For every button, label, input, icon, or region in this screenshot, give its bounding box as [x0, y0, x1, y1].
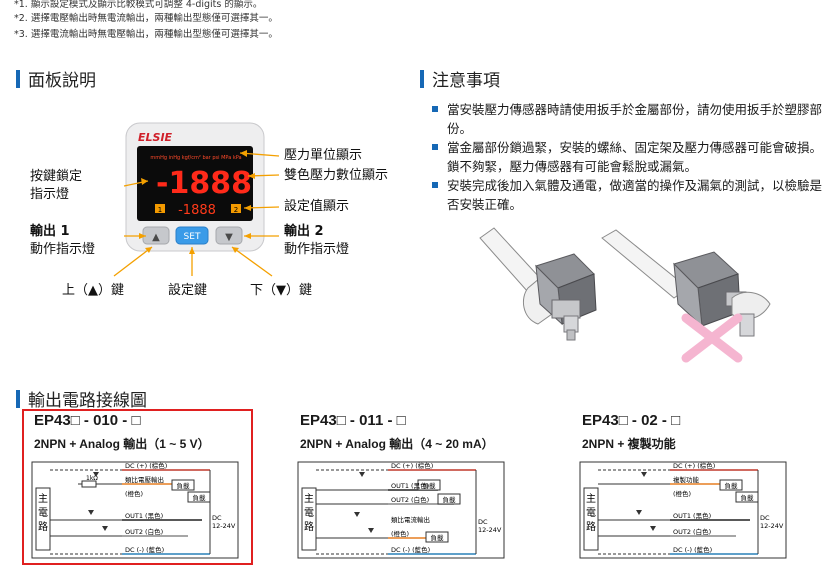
wrench-illustration — [479, 227, 771, 363]
svg-text:1kΩ: 1kΩ — [86, 475, 98, 482]
highlight-box — [22, 409, 253, 565]
wiring-section-title: 輸出電路接線圖 — [16, 386, 147, 411]
model-card-011: EP43□ - 011 - □ 2NPN + Analog 輸出（4 ~ 20 … — [300, 412, 494, 452]
svg-text:(橙色): (橙色) — [125, 489, 143, 498]
svg-text:路: 路 — [304, 520, 314, 533]
unit-row: mmHg inHg kgf/cm² bar psi MPa kPa — [150, 155, 241, 161]
svg-text:主: 主 — [38, 493, 48, 505]
model-desc: 2NPN + Analog 輸出（4 ~ 20 mA） — [300, 437, 494, 451]
label-pressure-unit: 壓力單位顯示 — [284, 148, 363, 163]
label-down-key: 下（▼）鍵 — [250, 283, 312, 298]
svg-text:路: 路 — [586, 520, 596, 533]
set-button[interactable] — [175, 226, 209, 245]
svg-text:12-24V: 12-24V — [760, 522, 784, 530]
svg-text:負載: 負載 — [431, 533, 445, 542]
label-setpoint: 設定值顯示 — [284, 199, 350, 214]
note-3: *3. 選擇電流輸出時無電壓輸出，兩種輸出型態僅可選擇其一。 — [14, 29, 278, 40]
precaution-item: 安裝完成後加入氣體及通電，做適當的操作及漏氣的測試，以檢驗是否安裝正確。 — [430, 176, 822, 214]
svg-text:DC (+) (棕色): DC (+) (棕色) — [125, 461, 167, 470]
svg-text:電: 電 — [586, 507, 596, 519]
circuit-diagram-011: 主 電 路 負載 負載 負載 DC (+) (棕色) OUT1 (黑色) OUT… — [297, 461, 505, 559]
svg-text:DC: DC — [212, 514, 222, 522]
svg-text:負載: 負載 — [193, 493, 207, 502]
brand-logo: ELSIE — [138, 131, 173, 144]
main-display: -1888 — [156, 166, 252, 201]
precautions-title: 注意事項 — [432, 71, 500, 91]
out1-indicator-num: 1 — [158, 206, 162, 214]
svg-text:(橙色): (橙色) — [673, 489, 691, 498]
svg-text:負載: 負載 — [741, 493, 755, 502]
wiring-title: 輸出電路接線圖 — [28, 391, 147, 411]
down-button[interactable] — [215, 226, 243, 245]
out2-indicator-num: 2 — [234, 206, 238, 214]
model-desc: 2NPN + 複製功能 — [582, 437, 676, 451]
model-code: EP43□ - 02 - □ — [582, 412, 681, 429]
correct-install — [479, 227, 597, 341]
svg-text:OUT1 (黑色): OUT1 (黑色) — [673, 511, 711, 520]
panel-title: 面板說明 — [28, 71, 96, 91]
title-bar — [420, 69, 424, 88]
panel-section-title: 面板說明 — [16, 66, 96, 91]
svg-text:DC (-) (藍色): DC (-) (藍色) — [391, 545, 430, 554]
model-card-010: EP43□ - 010 - □ 2NPN + Analog 輸出（1 ~ 5 V… — [34, 412, 210, 452]
svg-text:電: 電 — [304, 507, 314, 519]
precaution-item: 當金屬部份鎖過緊，安裝的螺絲、固定架及壓力傳感器可能會破損。鎖不夠緊，壓力傳感器… — [430, 138, 822, 176]
circuit-diagram-02: 主 電 路 負載 負載 DC (+) (棕色) 複製功能 (橙色) OUT1 (… — [579, 461, 787, 559]
label-set-key: 設定鍵 — [168, 283, 208, 298]
precaution-item: 當安裝壓力傳感器時請使用扳手於金屬部份，請勿使用扳手於塑膠部份。 — [430, 100, 822, 138]
svg-text:主: 主 — [586, 493, 596, 505]
svg-text:複製功能: 複製功能 — [673, 475, 700, 484]
out2-indicator — [231, 204, 241, 213]
label-key-lock: 按鍵鎖定指示燈 — [30, 169, 83, 202]
model-code: EP43□ - 011 - □ — [300, 412, 406, 429]
svg-text:主: 主 — [304, 493, 314, 505]
svg-text:OUT2 (白色): OUT2 (白色) — [125, 527, 163, 536]
svg-text:路: 路 — [38, 520, 48, 533]
note-1: *1. 顯示設定模式及顯示比較模式可調整 4-digits 的顯示。 — [14, 0, 263, 10]
svg-text:DC: DC — [478, 518, 488, 526]
svg-text:DC (+) (棕色): DC (+) (棕色) — [391, 461, 433, 470]
label-up-key: 上（▲）鍵 — [62, 283, 124, 298]
title-bar — [16, 69, 20, 88]
svg-text:OUT1 (黑色): OUT1 (黑色) — [391, 481, 429, 490]
svg-text:(橙色): (橙色) — [391, 529, 409, 538]
note-2: *2. 選擇電壓輸出時無電流輸出，兩種輸出型態僅可選擇其一。 — [14, 13, 278, 24]
model-card-02: EP43□ - 02 - □ 2NPN + 複製功能 — [582, 412, 680, 452]
svg-text:DC: DC — [760, 514, 770, 522]
svg-text:12-24V: 12-24V — [478, 526, 502, 534]
svg-text:類比電壓輸出: 類比電壓輸出 — [125, 475, 164, 484]
incorrect-install — [601, 229, 771, 363]
svg-text:OUT2 (白色): OUT2 (白色) — [391, 495, 429, 504]
pointer-heads — [139, 150, 255, 254]
title-bar — [16, 389, 20, 408]
up-button-glyph: ▲ — [152, 232, 160, 243]
down-button-glyph: ▼ — [225, 232, 233, 243]
model-code: EP43□ - 010 - □ — [34, 412, 141, 429]
svg-text:DC (-) (藍色): DC (-) (藍色) — [673, 545, 712, 554]
x-mark-icon — [681, 313, 743, 363]
out1-indicator — [155, 204, 165, 213]
precautions-section-title: 注意事項 — [420, 66, 500, 91]
svg-text:負載: 負載 — [443, 495, 457, 504]
svg-text:OUT1 (黑色): OUT1 (黑色) — [125, 511, 163, 520]
svg-text:負載: 負載 — [177, 481, 191, 490]
precautions-list: 當安裝壓力傳感器時請使用扳手於金屬部份，請勿使用扳手於塑膠部份。 當金屬部份鎖過… — [430, 100, 822, 214]
svg-text:負載: 負載 — [725, 481, 739, 490]
circuit-diagram-010: 主 電 路 1kΩ 負載 負載 DC (+) (棕色) 類比電壓輸出 (橙色) … — [31, 461, 239, 559]
svg-text:DC (-) (藍色): DC (-) (藍色) — [125, 545, 164, 554]
set-button-label: SET — [184, 232, 201, 242]
svg-text:類比電流輸出: 類比電流輸出 — [391, 515, 430, 524]
sub-display: -1888 — [178, 203, 216, 218]
label-dual-display: 雙色壓力數位顯示 — [284, 168, 389, 183]
model-desc: 2NPN + Analog 輸出（1 ~ 5 V） — [34, 437, 210, 451]
svg-text:12-24V: 12-24V — [212, 522, 236, 530]
panel-illustration: ELSIE mmHg inHg kgf/cm² bar psi MPa kPa … — [113, 122, 280, 277]
svg-text:負載: 負載 — [423, 481, 437, 490]
display-screen — [137, 146, 253, 221]
svg-text:OUT2 (白色): OUT2 (白色) — [673, 527, 711, 536]
svg-text:電: 電 — [38, 507, 48, 519]
svg-text:DC (+) (棕色): DC (+) (棕色) — [673, 461, 715, 470]
